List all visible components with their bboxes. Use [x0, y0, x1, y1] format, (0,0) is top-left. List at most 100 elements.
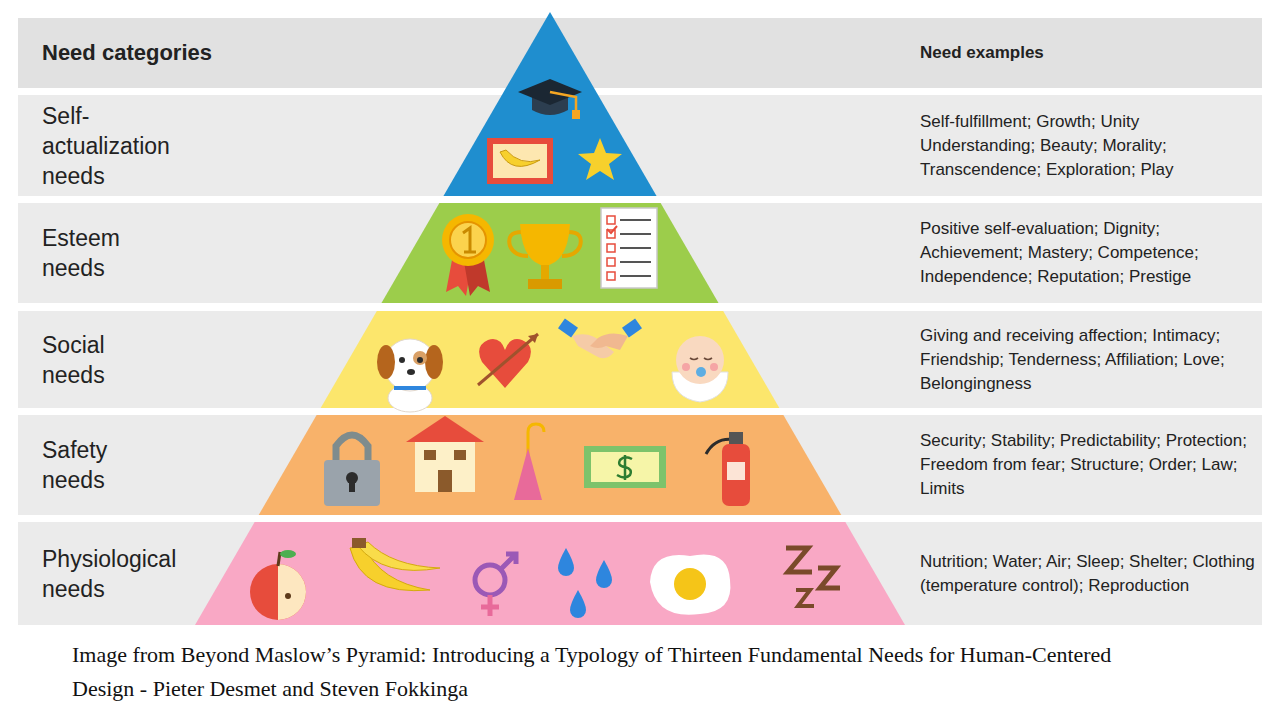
dog — [425, 345, 443, 379]
column-header: Need examples — [920, 41, 1258, 65]
checklist — [620, 275, 651, 277]
medal — [450, 222, 486, 258]
baby — [682, 363, 690, 371]
fire-extinguisher — [729, 432, 743, 444]
house — [415, 440, 475, 492]
dog — [377, 345, 395, 379]
bananas — [358, 542, 440, 570]
examples-text: Giving and receiving affection; Intimacy… — [920, 324, 1258, 396]
apple — [250, 550, 306, 620]
graduation-cap — [572, 110, 580, 119]
trophy — [528, 279, 562, 289]
dog — [399, 357, 405, 363]
bananas — [350, 538, 440, 591]
water-drops — [596, 560, 612, 588]
apple — [278, 552, 280, 566]
padlock — [336, 435, 368, 462]
dog — [388, 384, 432, 412]
need-row: Social needs Giving and receiving affecti… — [18, 311, 1262, 408]
dog — [407, 369, 415, 375]
column-header: Need categories — [42, 39, 212, 67]
baby — [690, 358, 712, 360]
banana-picture — [500, 150, 540, 166]
banana-picture — [493, 144, 547, 178]
padlock — [324, 435, 380, 506]
trophy — [541, 265, 549, 279]
row-ground — [18, 415, 1262, 515]
baby — [696, 367, 706, 377]
water-drops — [558, 548, 612, 618]
category-label: Social needs — [42, 330, 105, 390]
pyramid-band — [259, 415, 842, 515]
checklist — [607, 226, 617, 233]
banana-picture — [487, 138, 553, 184]
medal — [442, 214, 494, 296]
banana-picture — [487, 138, 553, 184]
dog — [377, 339, 443, 412]
star — [578, 138, 622, 180]
dog — [394, 386, 426, 390]
trophy — [520, 224, 570, 266]
heart-arrow — [528, 334, 538, 343]
checklist — [601, 208, 657, 288]
heart-arrow — [478, 334, 538, 388]
caption: Image from Beyond Maslow’s Pyramid: Intr… — [72, 638, 1152, 706]
handshake — [558, 318, 642, 358]
row-grounds — [18, 18, 1262, 625]
dog — [413, 351, 427, 365]
money-bill — [584, 446, 666, 488]
need-row: Physiological needs Nutrition; Water; Air… — [18, 522, 1262, 625]
category-label: Physiological needs — [42, 544, 176, 604]
water-drops — [570, 590, 586, 618]
medal — [463, 228, 476, 252]
fried-egg — [650, 554, 730, 614]
pyramid-bands — [195, 12, 905, 625]
house — [454, 450, 466, 460]
need-row: Safety needs Security; Stability; Predict… — [18, 415, 1262, 515]
category-label: Safety needs — [42, 435, 107, 495]
house — [438, 470, 452, 492]
sleep-zzz — [818, 568, 840, 588]
gender-symbol — [475, 565, 505, 595]
examples-text: Positive self-evaluation; Dignity; Achie… — [920, 217, 1258, 289]
apple — [250, 564, 306, 620]
checklist — [607, 272, 615, 280]
pyramid-band — [381, 203, 718, 303]
fire-extinguisher — [706, 432, 750, 506]
baby — [672, 336, 728, 402]
house — [424, 450, 436, 460]
money-bill — [584, 446, 666, 488]
graduation-cap — [518, 79, 582, 119]
water-drops — [558, 548, 574, 576]
gender-symbol — [475, 554, 516, 616]
umbrella — [514, 424, 544, 500]
house — [406, 416, 484, 442]
heart-arrow — [478, 334, 538, 385]
fried-egg — [674, 568, 706, 600]
baby — [676, 336, 724, 384]
examples-text: Nutrition; Water; Air; Sleep; Shelter; C… — [920, 550, 1258, 598]
checklist — [620, 247, 651, 249]
examples-text: Security; Stability; Predictability; Pro… — [920, 429, 1258, 501]
checklist — [607, 216, 615, 224]
need-row: Esteem needs Positive self-evaluation; Di… — [18, 203, 1262, 303]
fire-extinguisher — [727, 462, 745, 480]
pyramid-band — [443, 12, 656, 196]
medal — [442, 214, 494, 266]
gender-symbol — [501, 554, 516, 569]
apple — [278, 564, 306, 620]
sleep-zzz — [786, 548, 840, 606]
umbrella — [514, 448, 542, 500]
checklist — [620, 219, 651, 221]
row-ground — [18, 522, 1262, 625]
sleep-zzz — [786, 548, 812, 572]
money-bill — [617, 455, 632, 480]
examples-text: Self-fulfillment; Growth; Unity Understa… — [920, 110, 1258, 182]
handshake — [622, 318, 642, 337]
category-label: Esteem needs — [42, 223, 120, 283]
star — [578, 138, 622, 180]
padlock — [349, 480, 355, 492]
checklist — [620, 261, 651, 263]
category-label: Self-actualization needs — [42, 101, 170, 191]
